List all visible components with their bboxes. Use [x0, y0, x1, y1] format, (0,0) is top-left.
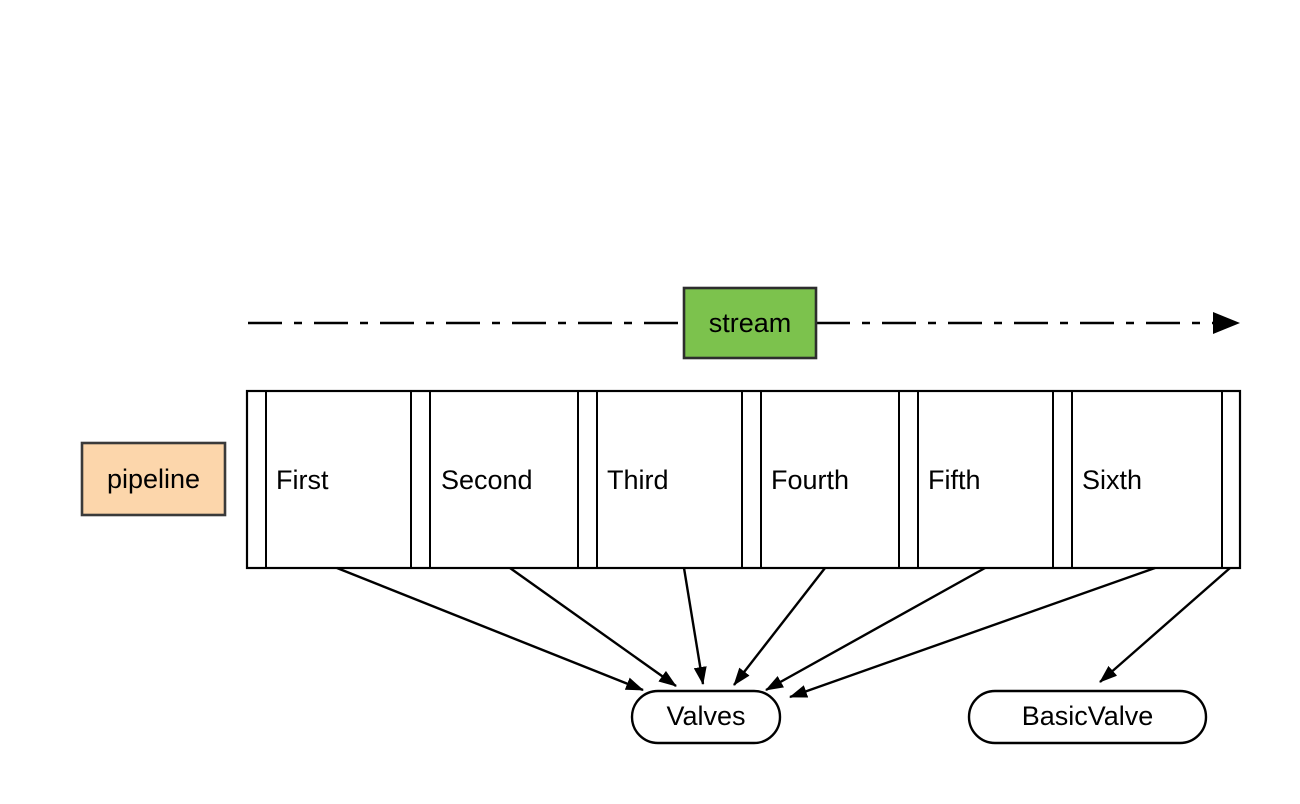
pipeline-label-text: pipeline: [107, 464, 200, 494]
pipeline-body: [245, 389, 1242, 570]
edge-second-to-valves: [509, 567, 677, 687]
node-valves-label: Valves: [666, 701, 745, 731]
node-valves[interactable]: Valves: [630, 689, 782, 745]
node-basicvalve-label: BasicValve: [1022, 701, 1154, 731]
edge-sixth-to-valves: [789, 566, 1156, 699]
node-basicvalve[interactable]: BasicValve: [967, 689, 1208, 745]
pipeline-label-box[interactable]: pipeline: [80, 441, 227, 517]
edge-sixth-to-basicvalve: [1099, 567, 1231, 683]
node-valves-shape[interactable]: [630, 689, 782, 745]
edges-to-basicvalve: [1099, 567, 1231, 683]
pipeline-label-rect[interactable]: [80, 441, 227, 517]
pipeline-outer-rect: [245, 389, 1242, 570]
pipeline-segment-labels: First Second Third Fourth Fifth Sixth: [276, 465, 1142, 495]
edge-fourth-to-valves: [733, 567, 826, 686]
stream-arrowhead: [1213, 312, 1240, 334]
pipeline-segment-second[interactable]: Second: [441, 465, 533, 495]
pipeline-segment-first[interactable]: First: [276, 465, 329, 495]
pipeline-segment-fifth[interactable]: Fifth: [928, 465, 981, 495]
stream-label: stream: [709, 308, 792, 338]
edges-to-valves: [336, 566, 1156, 699]
edge-first-to-valves: [336, 566, 644, 692]
node-basicvalve-shape[interactable]: [967, 689, 1208, 745]
pipeline-segment-sixth[interactable]: Sixth: [1082, 465, 1142, 495]
stream-box-rect[interactable]: [682, 286, 818, 360]
stream-line-right: [816, 312, 1240, 334]
edge-third-to-valves: [682, 567, 707, 685]
stream-box[interactable]: stream: [682, 286, 818, 360]
pipeline-segment-third[interactable]: Third: [607, 465, 669, 495]
pipeline-dividers: [265, 391, 1223, 568]
edge-fifth-to-valves: [765, 566, 986, 692]
pipeline-segment-fourth[interactable]: Fourth: [771, 465, 849, 495]
